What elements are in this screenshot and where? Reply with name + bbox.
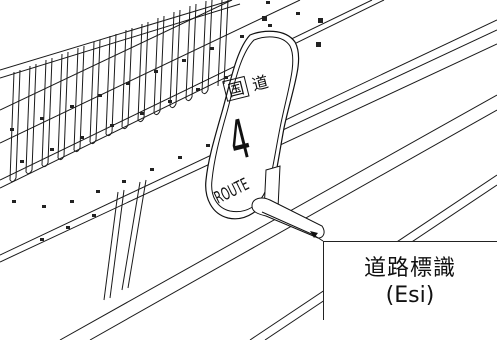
slatted-barrier bbox=[0, 0, 241, 183]
leader-arrow bbox=[310, 231, 324, 242]
mounting-bracket bbox=[251, 165, 325, 239]
support-posts bbox=[103, 179, 147, 301]
callout-box bbox=[323, 241, 497, 320]
kanji-right: 道 bbox=[250, 72, 270, 94]
callout-label-code: (Esi) bbox=[385, 283, 435, 308]
callout-label-jp: 道路標識 bbox=[363, 256, 456, 281]
kanji-box bbox=[222, 75, 250, 102]
kanji-left: 国 bbox=[226, 78, 246, 100]
